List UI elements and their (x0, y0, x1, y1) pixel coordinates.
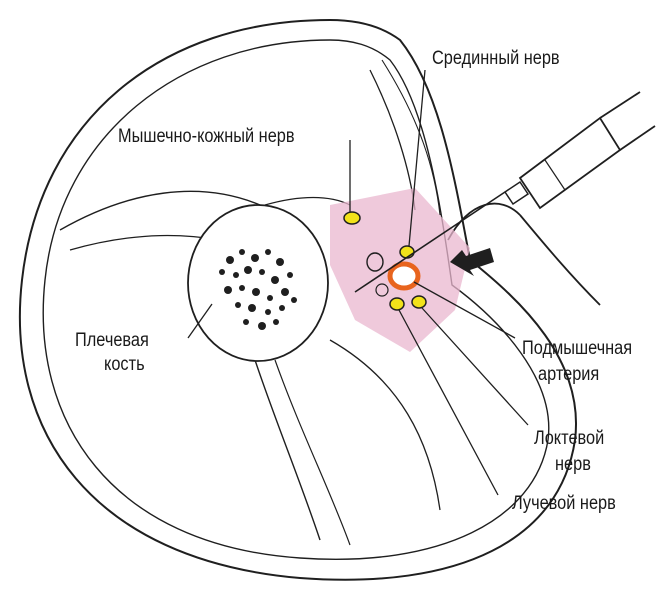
label-radial-nerve: Лучевой нерв (512, 492, 616, 515)
label-humerus-line1: Плечевая (75, 329, 149, 352)
label-median-nerve: Срединный нерв (432, 47, 560, 70)
label-humerus-line2: кость (104, 353, 145, 376)
median-nerve-dot (400, 246, 414, 258)
radial-nerve-dot (390, 298, 404, 310)
ulnar-nerve-dot (412, 296, 426, 308)
humerus-bone (188, 205, 328, 361)
label-axillary-artery-line1: Подмышечная (522, 337, 632, 360)
musculocutaneous-nerve-dot (344, 212, 360, 224)
label-axillary-artery-line2: артерия (538, 363, 599, 386)
label-ulnar-nerve-line2: нерв (555, 453, 591, 476)
axillary-artery (390, 264, 418, 288)
label-musculocutaneous-nerve: Мышечно-кожный нерв (118, 125, 295, 148)
label-ulnar-nerve-line1: Локтевой (534, 427, 604, 450)
